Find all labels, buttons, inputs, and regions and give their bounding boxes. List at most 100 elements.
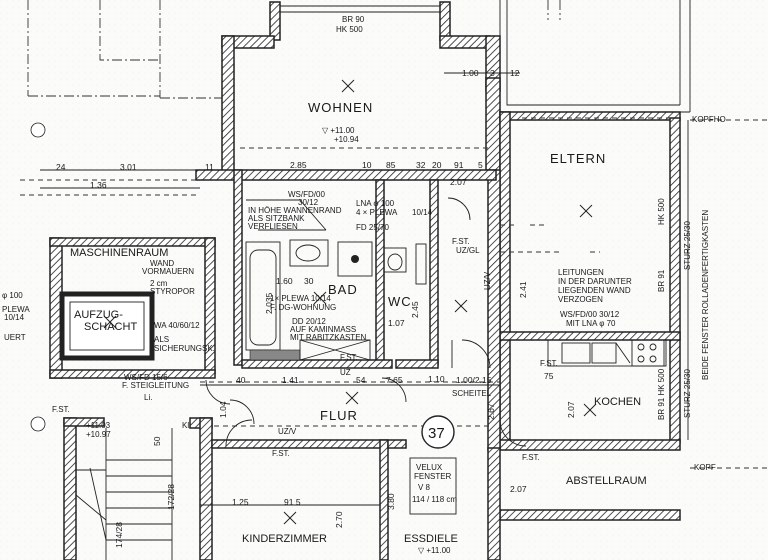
dim-54: 54 — [356, 375, 366, 385]
dim-207-c: 2.07 — [510, 484, 527, 494]
note-fd: FD 25/70 — [356, 223, 389, 232]
note-wsfd-b: 30/12 — [298, 198, 319, 207]
note-wand-c: 2 cm — [150, 279, 168, 288]
dimension-lines — [40, 72, 520, 506]
note-fst-4: F.ST. — [522, 453, 540, 462]
room-kinderzimmer: KINDERZIMMER — [242, 533, 327, 545]
dim-207-b: 2.07 — [566, 401, 576, 418]
note-rollladen: BEIDE FENSTER ROLLADENFERTIGKASTEN — [701, 210, 710, 380]
note-hk500: HK 500 — [336, 25, 363, 34]
dim-245: 2.45 — [410, 301, 420, 318]
dim-241: 2.41 — [518, 281, 528, 298]
dim-30: 30 — [304, 276, 314, 286]
note-steig: F. STEIGLEITUNG — [122, 381, 189, 390]
note-wanne-a: IN HÖHE WANNENRAND — [248, 206, 342, 215]
dim-5: 5 — [478, 160, 483, 170]
note-velux-d: 114 / 118 cm — [412, 495, 457, 504]
room-essdiele: ESSDIELE — [404, 533, 458, 545]
note-scheitel: SCHEITEL — [452, 389, 492, 398]
room-wc: WC — [388, 294, 412, 309]
note-fst-2: F.ST. — [340, 353, 358, 362]
dim-104: 1.04 — [218, 401, 228, 418]
dim-24: 24 — [56, 162, 66, 172]
note-lna-a: LNA φ 100 — [356, 199, 395, 208]
staircase — [75, 428, 173, 560]
note-leit-b: IN DER DARUNTER — [558, 277, 632, 286]
note-phi100: φ 100 — [2, 291, 23, 300]
note-fst-6: F.ST. — [540, 359, 558, 368]
note-als-b: SICHERUNGSK. — [154, 344, 215, 353]
note-uert: UERT — [4, 333, 26, 342]
door-swings — [205, 197, 527, 447]
note-als-a: ALS — [154, 335, 169, 344]
note-plewa-l2: 10/14 — [4, 313, 25, 322]
dim-50: 50 — [152, 436, 162, 446]
dim-125: 1.25 — [232, 497, 249, 507]
note-wand-d: STYROPOR — [150, 287, 195, 296]
note-wanne-c: VERFLIESEN — [248, 222, 298, 231]
dim-285: 2.85 — [290, 160, 307, 170]
dim-91: 91 — [454, 160, 464, 170]
note-dd-c: MIT RABITZKASTEN — [290, 333, 367, 342]
dim-100215: 1.00/2.15 — [456, 375, 492, 385]
level-wohnen-a: ▽ +11.00 — [322, 126, 355, 135]
note-kl: Kl. — [182, 421, 191, 430]
dim-100: 1.00 — [462, 68, 479, 78]
note-dd-a: DD 20/12 — [292, 317, 326, 326]
room-maschinenraum: MASCHINENRAUM — [70, 247, 168, 259]
note-plewa1014: 10/14 — [412, 208, 433, 217]
note-wa: WA 40/60/12 — [154, 321, 200, 330]
note-li: Li. — [144, 393, 152, 402]
note-sturz-a: STURZ 25/30 — [683, 221, 692, 270]
note-wand-b: VORMAUERN — [142, 267, 194, 276]
note-velux-c: V 8 — [418, 483, 431, 492]
dim-75: 75 — [544, 371, 554, 381]
room-wohnen: WOHNEN — [308, 100, 373, 115]
level-stair-a: +11.03 — [86, 421, 111, 430]
fixture-uzv: UZ/V — [483, 271, 492, 290]
room-bad: BAD — [328, 282, 358, 297]
fixture-uzv-2: UZ/V — [278, 427, 297, 436]
note-plewa-l: PLEWA — [2, 305, 30, 314]
level-stair-b: +10.97 — [86, 430, 111, 439]
dim-12: 12 — [510, 68, 520, 78]
level-wohnen-b: +10.94 — [334, 135, 359, 144]
note-ws156: WS/FD 15/6 — [124, 373, 168, 382]
room-kochen: KOCHEN — [594, 396, 641, 408]
note-plewa-dg-a: 1× PLEWA 10/14 — [270, 294, 331, 303]
dim-40: 40 — [236, 375, 246, 385]
note-dd-b: AUF KAMINMASS — [290, 325, 356, 334]
fixture-uz: UZ — [340, 368, 351, 377]
sheet-number: 37 — [428, 425, 445, 442]
note-sturz-b: STURZ 25/30 — [683, 369, 692, 418]
note-ws-lna-a: WS/FD/00 30/12 — [560, 310, 620, 319]
fixture-uzgl: UZ/GL — [456, 246, 480, 255]
dim-141: 1.41 — [282, 375, 299, 385]
note-wand-a: WAND — [150, 259, 174, 268]
note-wsfd-a: WS/FD/00 — [288, 190, 325, 199]
note-ws-lna-b: MIT LNA φ 70 — [566, 319, 616, 328]
velux-window — [409, 457, 457, 515]
dim-270: 2.70 — [334, 511, 344, 528]
note-hk500v: HK 500 — [657, 198, 666, 225]
note-velux-b: FENSTER — [414, 472, 452, 481]
room-flur: FLUR — [320, 408, 358, 423]
dim-174: 174/28 — [114, 522, 124, 548]
note-br91-b: BR 91 HK 500 — [657, 368, 666, 420]
bath-fixtures — [245, 199, 427, 361]
dim-85: 85 — [386, 160, 396, 170]
room-aufzug: AUFZUG- — [74, 309, 123, 321]
note-leit-a: LEITUNGEN — [558, 268, 604, 277]
note-lna-b: 4 × PLEWA — [356, 208, 398, 217]
note-leit-d: VERZOGEN — [558, 295, 603, 304]
dim-11: 11 — [205, 162, 214, 172]
dim-110: 1.10 — [428, 374, 445, 384]
dim-301: 3.01 — [120, 162, 137, 172]
dim-160: 1.60 — [276, 276, 293, 286]
room-eltern: ELTERN — [550, 151, 606, 166]
note-wanne-b: ALS SITZBANK — [248, 214, 305, 223]
note-fst-5: F.ST. — [272, 449, 290, 458]
note-fst-3: F.ST. — [52, 405, 70, 414]
level-essdiele: ▽ +11.00 — [418, 546, 451, 555]
